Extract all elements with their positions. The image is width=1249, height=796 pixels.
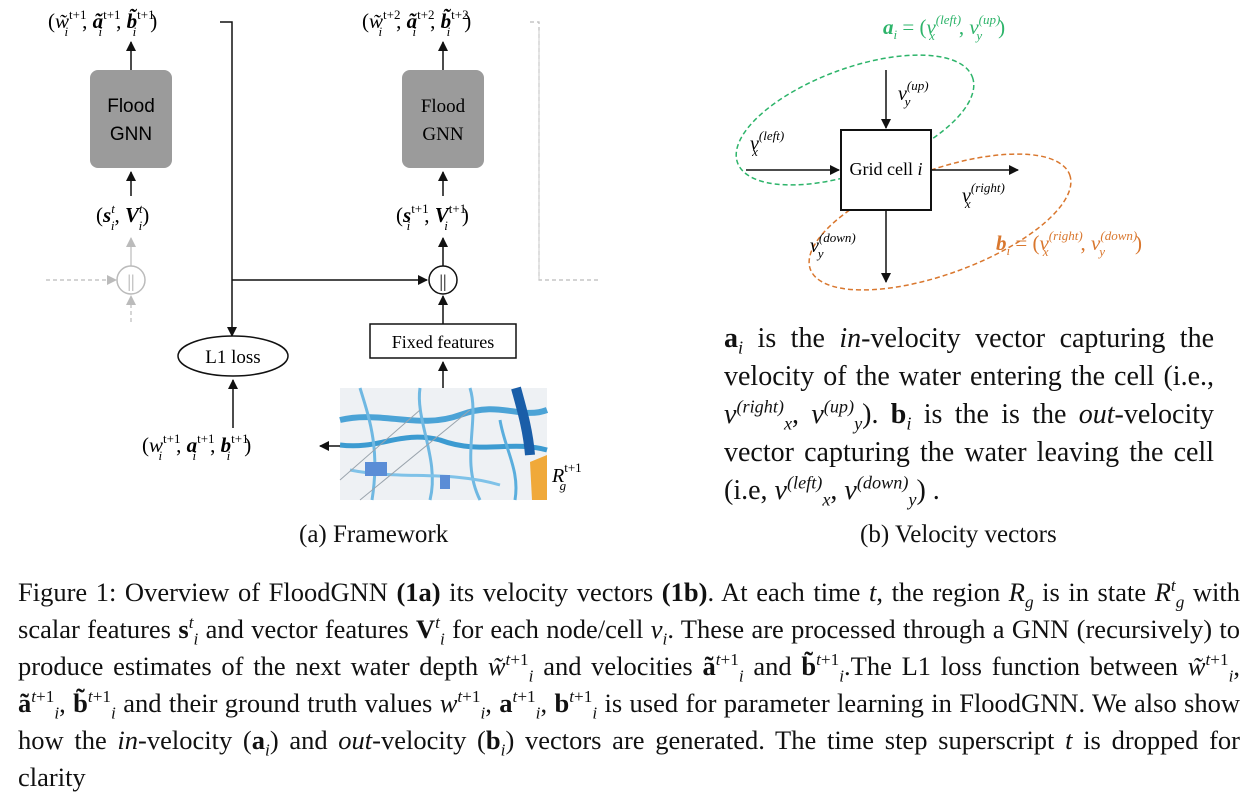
v-right-label: v(right)x [962,180,1005,211]
gnn-label-line1: Flood [107,96,155,117]
flood-gnn-box-left [90,70,172,168]
fixed-features-label: Fixed features [392,332,494,352]
grid-cell-label: Grid cell i [850,159,923,179]
v-up-label: v(up)y [898,78,929,109]
velocity-description: ai is the in-velocity vector capturing t… [724,323,1215,510]
flood-gnn-box-right [402,70,484,168]
gnn-label-line2: GNN [110,124,152,145]
l1-loss-label: L1 loss [205,347,260,368]
velocity-diagram: ai = (v(left)x, v(up)y) Grid cell i v(up… [735,12,1142,291]
v-left-label: v(left)x [750,128,784,159]
panel-a-caption: (a) Framework [299,521,449,548]
l1-loss-node [177,335,289,377]
svg-text:||: || [439,271,446,291]
region-map [339,386,549,501]
out-velocity-ellipse [808,153,1072,291]
svg-text:||: || [127,271,134,291]
gnn-label-line1-right: Flood [421,96,466,117]
figure-caption: Figure 1: Overview of FloodGNN (1a) its … [18,576,1241,792]
panel-b-caption: (b) Velocity vectors [860,521,1057,548]
gnn-label-line2-right: GNN [422,124,463,145]
b-definition: bi = (v(right)x, v(down)y) [996,228,1142,259]
v-down-label: v(down)y [810,230,856,261]
a-definition: ai = (v(left)x, v(up)y) [883,12,1005,43]
